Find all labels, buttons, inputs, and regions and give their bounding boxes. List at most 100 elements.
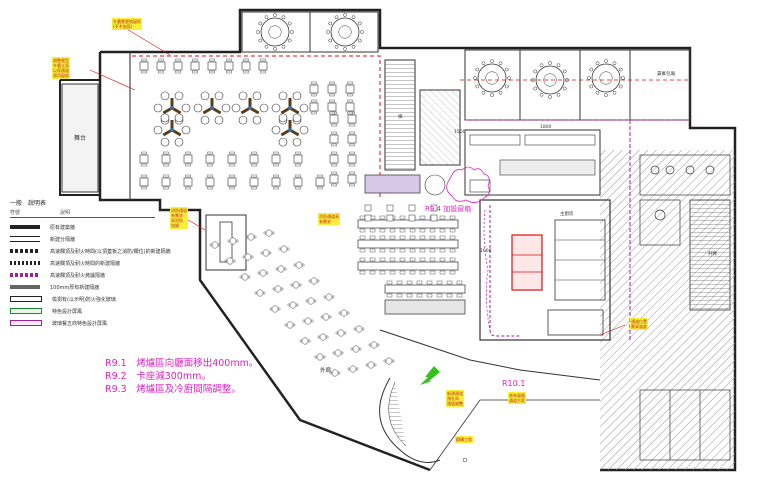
square-table — [183, 177, 193, 187]
chair — [355, 367, 359, 371]
square-table — [224, 61, 234, 71]
terrace-table — [367, 361, 375, 369]
seat — [331, 183, 337, 187]
seat — [426, 280, 433, 285]
seat — [359, 215, 366, 220]
chair — [343, 13, 347, 17]
chair — [209, 243, 213, 247]
seat — [419, 228, 426, 233]
dim-1500: 1500 — [454, 129, 466, 135]
bar-counter — [364, 174, 421, 194]
terrace-table — [304, 317, 312, 325]
round-table — [535, 65, 565, 95]
chair — [264, 44, 269, 49]
seat — [399, 215, 406, 220]
outdoor-label: 外廊 — [320, 366, 332, 374]
long-tables — [357, 204, 466, 298]
seat — [229, 151, 235, 155]
toilets — [639, 154, 731, 461]
terrace-curve — [379, 377, 441, 463]
square-table — [139, 154, 149, 164]
seat — [251, 174, 257, 178]
terrace-table — [307, 297, 315, 305]
seat — [185, 174, 191, 178]
note-bottom-right: 鋼構工程 — [455, 436, 473, 443]
legend-col-desc: 說明 — [59, 210, 70, 216]
stage — [61, 83, 99, 193]
seat — [192, 58, 198, 62]
revision-r91: R9.1 烤爐區向廳面移出400mm。 — [105, 358, 259, 369]
terrace-table — [271, 305, 279, 313]
chair — [604, 93, 608, 97]
seat — [243, 58, 249, 62]
square-table — [309, 102, 319, 112]
terrace-table — [301, 337, 309, 345]
terrace-table — [355, 325, 363, 333]
seat — [229, 186, 235, 190]
legend-row: 檢測有(以示明)防火強化玻璃 — [10, 293, 155, 305]
legend-row-text: 原有建築牆 — [50, 224, 76, 231]
chair — [361, 327, 365, 331]
chair — [245, 235, 249, 239]
chair — [242, 255, 246, 259]
square-table — [205, 154, 215, 164]
booth-table — [174, 113, 184, 123]
chair — [260, 251, 264, 255]
seat — [426, 293, 433, 298]
fire-wall-1-symbol — [10, 249, 40, 253]
seat — [399, 270, 406, 275]
seat — [163, 163, 169, 167]
seat — [251, 186, 257, 190]
chair — [314, 355, 318, 359]
chair — [317, 335, 321, 339]
chair — [358, 347, 362, 351]
seat — [251, 163, 257, 167]
note-center: 消防通道高 有需求 — [318, 213, 340, 225]
terrace-table — [274, 285, 282, 293]
square-table — [329, 134, 339, 144]
seat — [449, 235, 456, 240]
seat — [409, 270, 416, 275]
booth-table — [160, 137, 170, 147]
legend-row-text: 檢測有(以示明)防火強化玻璃 — [52, 296, 116, 303]
revision-r94-label: R9.4 加設窗扇 — [425, 205, 472, 213]
chair — [307, 339, 311, 343]
chair — [258, 21, 263, 26]
chair — [257, 271, 261, 275]
legend-row-text: 高速欄頂及耐火烤爐隔牆 — [50, 272, 106, 279]
chair — [368, 343, 372, 347]
chair — [293, 263, 297, 267]
square-tables — [139, 58, 357, 190]
round-table — [260, 17, 290, 47]
seat — [436, 280, 443, 285]
seat — [369, 270, 376, 275]
chair — [475, 67, 480, 72]
chair — [504, 67, 509, 72]
chair — [475, 84, 480, 89]
seat — [273, 186, 279, 190]
chair — [299, 339, 303, 343]
legend-row-text: 新建分隔牆 — [50, 236, 76, 243]
seat — [273, 163, 279, 167]
new-wall-symbol — [10, 236, 40, 242]
terrace-table — [286, 321, 294, 329]
seat — [379, 228, 386, 233]
seat — [209, 58, 215, 62]
square-table — [249, 154, 259, 164]
terrace-table — [316, 353, 324, 361]
seat — [409, 235, 416, 240]
booth-table — [278, 113, 288, 123]
legend-row: 玻璃餐五商特色設計屏風 — [10, 317, 155, 329]
chair — [618, 67, 623, 72]
chair — [263, 231, 267, 235]
legend-row: 特色設計屏風 — [10, 305, 155, 317]
square-table — [327, 84, 337, 94]
seat — [409, 257, 416, 262]
chair — [258, 38, 263, 43]
terrace-table — [349, 365, 357, 373]
chair — [283, 267, 287, 271]
booth-table — [252, 91, 262, 101]
seat — [406, 280, 413, 285]
lazy-susan — [485, 71, 499, 85]
